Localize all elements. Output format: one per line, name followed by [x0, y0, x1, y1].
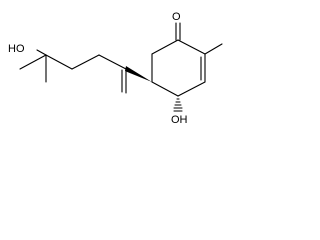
- hashed-bond-c4-oh: [173, 98, 183, 112]
- chain-hydroxyl-label: HO: [8, 43, 25, 55]
- bond-c4-c5: [151, 81, 179, 97]
- canvas-background: [0, 0, 229, 135]
- bond-chain-3: [45, 54, 73, 70]
- ring-hydroxyl-label: OH: [171, 114, 188, 126]
- bond-chain-1: [98, 54, 127, 70]
- ketone-group: O: [172, 11, 181, 41]
- bond-c1-c6: [151, 39, 179, 55]
- wedge-bond-c5-chain: [125, 66, 152, 82]
- molecule-structure: O OH HO: [0, 0, 229, 135]
- bond-methyl-b: [19, 54, 47, 70]
- bond-methyl: [204, 43, 223, 55]
- side-chain: HO: [8, 43, 127, 94]
- ketone-oxygen-label: O: [172, 11, 181, 23]
- bond-c1-c2: [177, 39, 206, 55]
- bond-chain-2: [71, 54, 100, 70]
- bond-c3-c4: [177, 81, 206, 97]
- ring-hydroxyl-group: OH: [171, 98, 188, 126]
- cyclohexenone-ring: [151, 39, 206, 97]
- bond-to-chain-oh: [36, 49, 47, 56]
